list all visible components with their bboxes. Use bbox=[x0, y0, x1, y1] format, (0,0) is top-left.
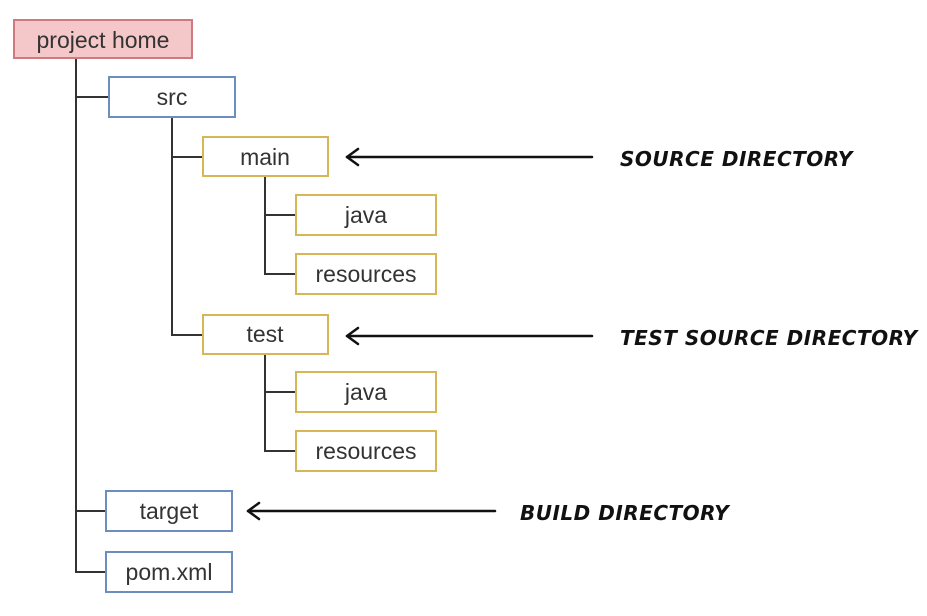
node-label-main-resources: resources bbox=[316, 261, 417, 287]
node-label-test: test bbox=[246, 321, 284, 347]
node-main-java: java bbox=[295, 194, 437, 236]
node-main-resources: resources bbox=[295, 253, 437, 295]
node-label-src: src bbox=[157, 84, 188, 110]
node-test-resources: resources bbox=[295, 430, 437, 472]
node-label-test-java: java bbox=[344, 379, 387, 405]
node-label-pom: pom.xml bbox=[126, 559, 213, 585]
node-label-main: main bbox=[240, 144, 290, 170]
annotation-arrows bbox=[246, 147, 594, 521]
node-src: src bbox=[108, 76, 236, 118]
node-label-test-resources: resources bbox=[316, 438, 417, 464]
node-target: target bbox=[105, 490, 233, 532]
node-main: main bbox=[202, 136, 329, 177]
annotation-source-directory: SOURCE DIRECTORY bbox=[620, 147, 855, 171]
arrow-build-directory bbox=[246, 501, 497, 521]
tree-connectors bbox=[75, 58, 296, 573]
node-label-target: target bbox=[140, 498, 199, 524]
arrow-test-source-directory bbox=[345, 326, 594, 346]
node-project-home: project home bbox=[13, 19, 193, 59]
annotation-build-directory: BUILD DIRECTORY bbox=[520, 501, 731, 525]
arrow-source-directory bbox=[345, 147, 594, 167]
node-test-java: java bbox=[295, 371, 437, 413]
node-label-project-home: project home bbox=[37, 27, 170, 53]
node-test: test bbox=[202, 314, 329, 355]
node-pom: pom.xml bbox=[105, 551, 233, 593]
node-label-main-java: java bbox=[344, 202, 387, 228]
annotation-test-source-directory: TEST SOURCE DIRECTORY bbox=[620, 326, 920, 350]
